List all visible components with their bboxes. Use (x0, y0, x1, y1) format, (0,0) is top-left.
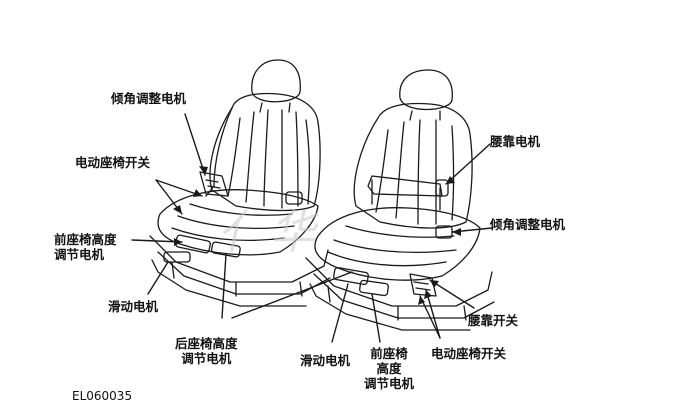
label-text: 电动座椅开关 (75, 155, 151, 170)
label-line-1: 前座椅高度 (54, 232, 117, 247)
right-seatback (353, 102, 473, 229)
right-slide-motor-shape (333, 266, 369, 286)
figure-code: EL060035 (72, 389, 133, 403)
label-text: 腰靠电机 (490, 134, 541, 149)
label-right-slide-motor: 滑动电机 (300, 353, 350, 368)
lumbar-frame (367, 175, 443, 197)
label-line-3: 调节电机 (364, 376, 415, 391)
label-line-2: 调节电机 (54, 247, 105, 262)
label-left-front-height-motor: 前座椅高度 调节电机 (54, 232, 117, 262)
label-line-1: 后座椅高度 (175, 336, 238, 351)
right-switch-panel (409, 273, 437, 297)
right-front-height-motor-shape (359, 279, 389, 297)
label-text: 电动座椅开关 (431, 346, 507, 361)
label-text: 倾角调整电机 (490, 217, 566, 232)
right-headrest (399, 69, 453, 111)
right-seat (305, 69, 495, 331)
left-slide-motor-shape (163, 251, 191, 263)
label-text: 滑动电机 (108, 299, 159, 314)
left-seatback (209, 92, 321, 212)
left-seat (149, 59, 331, 307)
lumbar-motor-shape (435, 179, 449, 197)
left-recline-motor-shape (285, 191, 303, 205)
label-right-power-seat-switch: 电动座椅开关 (431, 346, 506, 361)
label-left-recline-motor: 倾角调整电机 (111, 91, 186, 106)
arrow-heads (173, 166, 461, 305)
label-left-power-seat-switch: 电动座椅开关 (75, 155, 150, 170)
label-text: 滑动电机 (300, 353, 351, 368)
right-cushion (314, 207, 481, 281)
label-line-2: 调节电机 (181, 351, 232, 366)
watermark: ⺅华 (215, 205, 332, 259)
label-text: 腰靠开关 (468, 313, 519, 328)
leader-lines (131, 113, 493, 343)
label-rear-height-motor: 后座椅高度 调节电机 (175, 336, 238, 366)
label-right-recline-motor: 倾角调整电机 (490, 217, 565, 232)
label-line-1: 前座椅 (370, 346, 408, 361)
label-line-2: 高度 (376, 361, 402, 376)
left-cushion (157, 189, 319, 256)
label-right-front-height-motor: 前座椅 高度 调节电机 (364, 346, 414, 391)
label-text: 倾角调整电机 (111, 91, 187, 106)
label-right-lumbar-motor: 腰靠电机 (490, 134, 540, 149)
label-left-slide-motor: 滑动电机 (108, 299, 158, 314)
left-rear-height-motor-shape (210, 241, 241, 258)
label-right-lumbar-switch: 腰靠开关 (468, 313, 518, 328)
left-headrest (251, 59, 301, 103)
left-switch-panel (199, 171, 229, 197)
